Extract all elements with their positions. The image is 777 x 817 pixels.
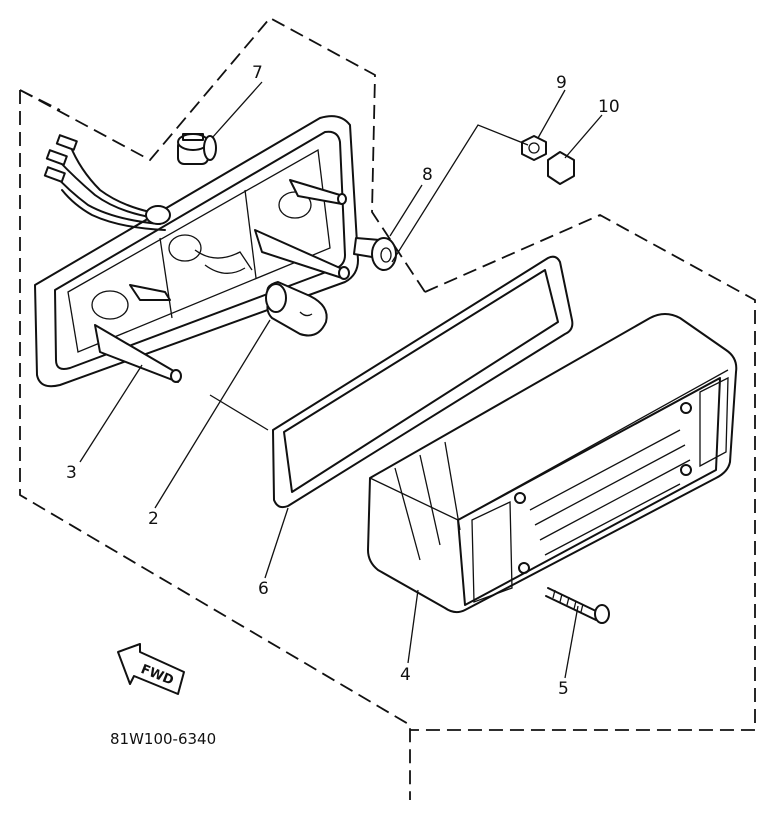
collar (353, 237, 397, 271)
lamp-housing (34, 115, 359, 388)
forward-direction-arrow: FWD (117, 643, 185, 695)
drawing-code: 81W100-6340 (110, 730, 216, 748)
callout-5: 5 (558, 679, 569, 699)
callout-7: 7 (252, 63, 263, 83)
screw (545, 587, 610, 624)
callout-3: 3 (66, 463, 77, 483)
assembly-boundary (19, 16, 756, 800)
callout-6: 6 (258, 579, 269, 599)
wiring-harness (43, 134, 171, 231)
grommet (177, 133, 217, 165)
gasket (272, 255, 574, 509)
callout-10: 10 (598, 97, 620, 117)
callout-4: 4 (400, 665, 411, 685)
leader-lines (79, 81, 603, 679)
washer (547, 151, 575, 185)
callout-8: 8 (422, 165, 433, 185)
bulb (265, 281, 328, 337)
callout-labels: 2 3 4 5 6 7 8 9 10 (66, 63, 620, 699)
lens (367, 313, 738, 614)
nut (521, 135, 547, 161)
callout-2: 2 (148, 509, 159, 529)
callout-9: 9 (556, 73, 567, 93)
